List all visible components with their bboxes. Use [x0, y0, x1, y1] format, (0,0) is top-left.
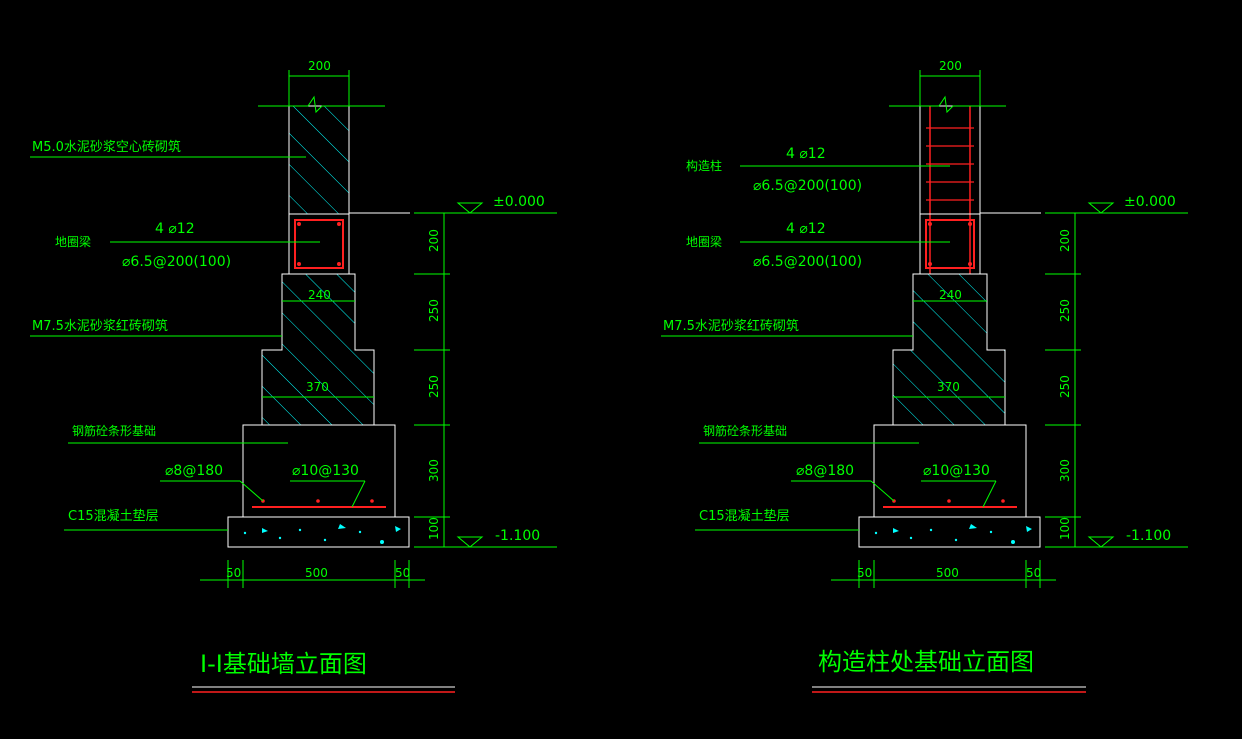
elevation-marker	[1087, 202, 1115, 214]
vdim-3: 250	[427, 375, 441, 398]
beam-main-rebar: 4 ⌀12	[786, 221, 826, 237]
right-foundation-section: 200 ±0.000 -1.100 200 250 250 300 100 50…	[661, 59, 1188, 693]
rebar-dot	[297, 222, 301, 226]
dim-top: 200	[939, 59, 962, 73]
rebar-dot	[337, 222, 341, 226]
vdim-4: 300	[427, 459, 441, 482]
rebar-a: ⌀8@180	[796, 463, 854, 479]
brick-label: M7.5水泥砂浆红砖砌筑	[663, 318, 799, 334]
vdim-3: 250	[1058, 375, 1072, 398]
bdim-1: 50	[857, 566, 872, 580]
column-stirrup: ⌀6.5@200(100)	[753, 178, 862, 194]
footing-label: 钢筋砼条形基础	[703, 423, 787, 438]
beam-stirrup: ⌀6.5@200(100)	[753, 254, 862, 270]
vdim-5: 100	[1058, 517, 1072, 540]
vdim-1: 200	[427, 229, 441, 252]
cushion-label: C15混凝土垫层	[68, 508, 159, 524]
rebar-dot	[968, 262, 972, 266]
width-370: 370	[937, 380, 960, 394]
vdim-4: 300	[1058, 459, 1072, 482]
break-line	[889, 95, 1006, 114]
elevation-marker	[456, 536, 484, 548]
left-foundation-section: 200 ±0.000 -1.100 200 250 250 300 100 50…	[30, 59, 557, 693]
brick-label: M7.5水泥砂浆红砖砌筑	[32, 318, 168, 334]
bdim-3: 50	[395, 566, 410, 580]
width-240: 240	[308, 288, 331, 302]
rebar-dot	[947, 499, 951, 503]
bdim-2: 500	[936, 566, 959, 580]
column-label: 构造柱	[686, 158, 722, 173]
beam-label: 地圈梁	[686, 234, 722, 249]
beam-rebar-cage	[294, 219, 344, 269]
width-240: 240	[939, 288, 962, 302]
rebar-dot	[1001, 499, 1005, 503]
width-370: 370	[306, 380, 329, 394]
column-stirrups	[926, 127, 974, 201]
right-title: 构造柱处基础立面图	[818, 648, 1034, 676]
cushion-aggregate	[874, 524, 1032, 544]
elev-top: ±0.000	[493, 194, 545, 210]
column-main-rebar: 4 ⌀12	[786, 146, 826, 162]
beam-main-rebar: 4 ⌀12	[155, 221, 195, 237]
elevation-marker	[1087, 536, 1115, 548]
elev-top: ±0.000	[1124, 194, 1176, 210]
c15-cushion	[858, 516, 1041, 548]
hollow-brick-wall	[288, 105, 350, 215]
rebar-dot	[297, 262, 301, 266]
beam-stirrup: ⌀6.5@200(100)	[122, 254, 231, 270]
rebar-dot	[928, 222, 932, 226]
wall-label: M5.0水泥砂浆空心砖砌筑	[32, 139, 181, 155]
cushion-label: C15混凝土垫层	[699, 508, 790, 524]
beam-rebar-cage	[925, 219, 975, 269]
dim-top: 200	[308, 59, 331, 73]
vdim-5: 100	[427, 517, 441, 540]
rebar-dot	[928, 262, 932, 266]
constructional-column	[919, 105, 981, 215]
beam-label: 地圈梁	[55, 234, 91, 249]
footing-label: 钢筋砼条形基础	[72, 423, 156, 438]
rebar-dot	[370, 499, 374, 503]
vdim-2: 250	[427, 299, 441, 322]
rebar-dot	[316, 499, 320, 503]
c15-cushion	[227, 516, 410, 548]
left-title: I-I基础墙立面图	[200, 650, 367, 678]
rebar-b: ⌀10@130	[923, 463, 990, 479]
cushion-aggregate	[243, 524, 401, 544]
elev-bottom: -1.100	[1126, 528, 1171, 544]
elevation-marker	[456, 202, 484, 214]
break-line	[258, 95, 385, 114]
bdim-3: 50	[1026, 566, 1041, 580]
elev-bottom: -1.100	[495, 528, 540, 544]
bdim-1: 50	[226, 566, 241, 580]
rebar-a: ⌀8@180	[165, 463, 223, 479]
rebar-dot	[337, 262, 341, 266]
rebar-dot	[968, 222, 972, 226]
vdim-2: 250	[1058, 299, 1072, 322]
vdim-1: 200	[1058, 229, 1072, 252]
rebar-b: ⌀10@130	[292, 463, 359, 479]
bdim-2: 500	[305, 566, 328, 580]
